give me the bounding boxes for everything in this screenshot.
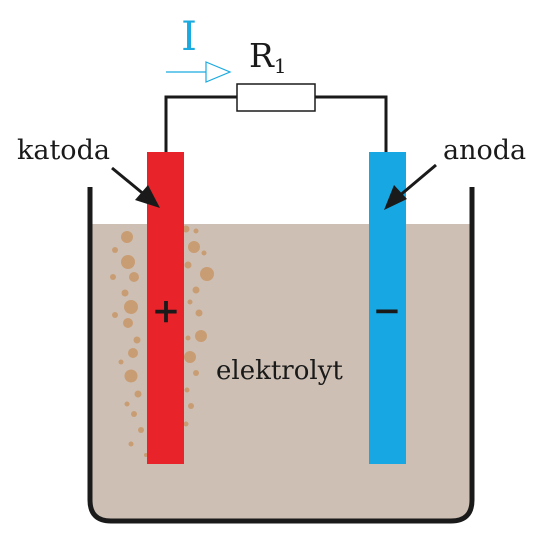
gas-bubbles — [110, 225, 214, 457]
anode-label: anoda — [443, 135, 526, 166]
anode-sign: − — [373, 291, 402, 331]
resistor-label-subscript: 1 — [274, 54, 287, 78]
current-label: I — [181, 14, 197, 60]
cathode-label: katoda — [17, 135, 110, 166]
electrolyte-label: elektrolyt — [216, 356, 343, 386]
beaker — [87, 187, 475, 524]
cathode-sign: + — [152, 291, 181, 331]
resistor-label: R1 — [249, 36, 287, 78]
anode-pointer-arrow-icon — [384, 163, 437, 210]
cathode-pointer-arrow-icon — [111, 166, 160, 208]
current-arrow-icon — [166, 61, 232, 83]
resistor — [236, 83, 316, 112]
resistor-label-main: R — [249, 36, 275, 75]
